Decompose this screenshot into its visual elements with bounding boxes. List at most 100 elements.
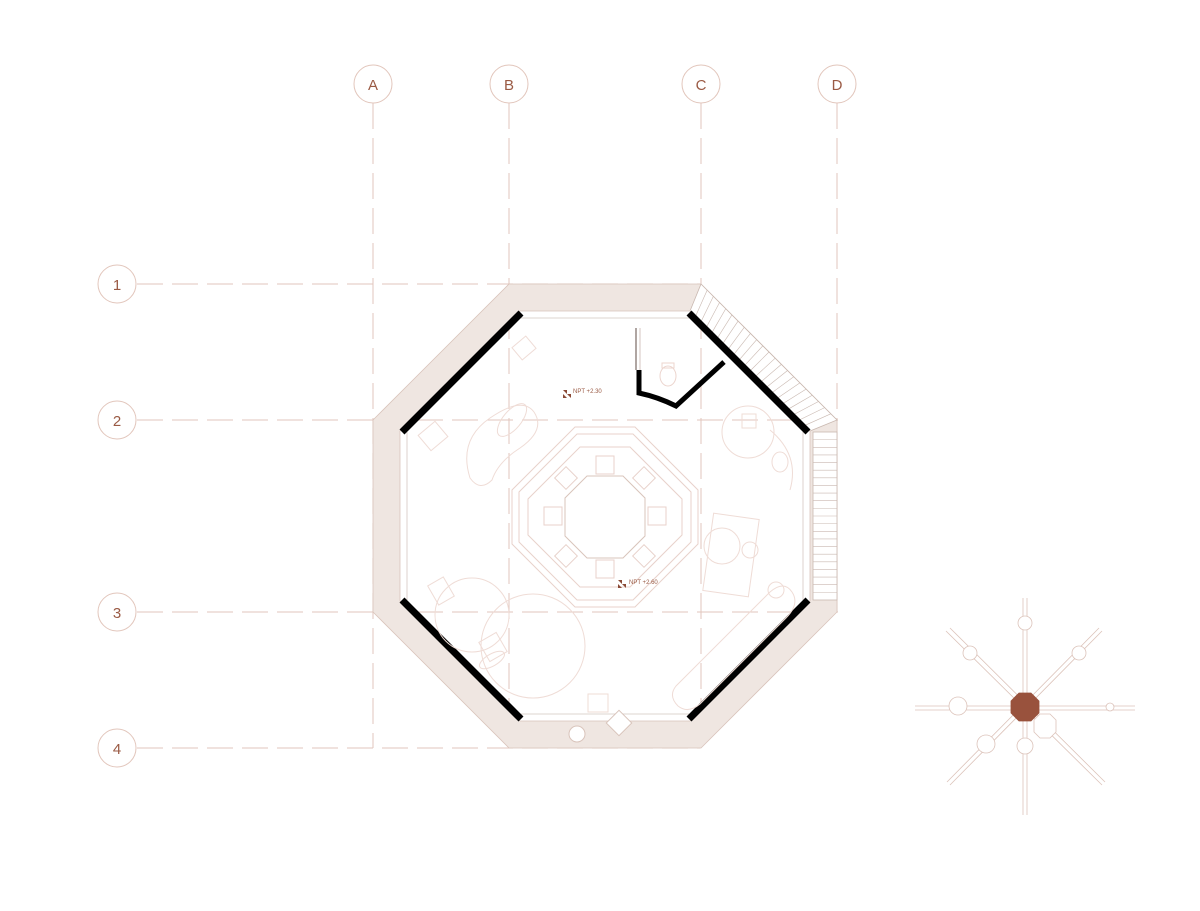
square-stool xyxy=(605,709,633,737)
grid-bubble-3: 3 xyxy=(97,592,137,632)
stair-northeast xyxy=(689,283,838,432)
grid-label-1: 1 xyxy=(113,277,121,294)
grid-label-4: 4 xyxy=(113,741,121,758)
chair xyxy=(595,559,615,579)
table-middle-ring xyxy=(518,433,692,601)
central-table xyxy=(511,426,699,608)
chair xyxy=(647,506,667,526)
key-plan-node xyxy=(1033,713,1057,739)
stair-tread xyxy=(738,339,757,361)
stair-tread xyxy=(749,351,770,372)
grid-bubble-c: C xyxy=(681,64,721,104)
key-plan-node xyxy=(948,696,968,716)
grid-label-d: D xyxy=(832,77,843,94)
stair-tread xyxy=(722,320,739,344)
stair-tread xyxy=(760,364,782,383)
chair xyxy=(631,465,657,491)
chair xyxy=(543,506,563,526)
chair xyxy=(631,543,657,569)
stair-tread xyxy=(793,401,819,415)
grid-label-b: B xyxy=(504,77,514,94)
stair-tread xyxy=(711,308,726,333)
stair-tread xyxy=(777,382,801,399)
key-plan-node xyxy=(962,645,978,661)
key-plan-node xyxy=(1071,645,1087,661)
rug xyxy=(702,512,760,598)
grid-label-a: A xyxy=(368,77,378,94)
round-rug xyxy=(480,593,586,699)
key-plan xyxy=(915,598,1135,815)
table-outer-ring xyxy=(511,426,699,608)
wall-southeast xyxy=(686,597,811,722)
armchair xyxy=(741,413,757,429)
grid-label-2: 2 xyxy=(113,413,121,430)
side-table xyxy=(496,403,528,437)
stair-tread xyxy=(788,395,813,410)
stair-tread xyxy=(695,290,708,317)
level-label-lower: NPT +2.60 xyxy=(629,580,658,586)
diagonal-walls xyxy=(399,310,811,722)
grid-bubble-1: 1 xyxy=(97,264,137,304)
armchair xyxy=(427,576,455,606)
grid-bubble-d: D xyxy=(817,64,857,104)
armchair xyxy=(417,420,449,452)
chair xyxy=(553,543,579,569)
key-plan-node xyxy=(1016,737,1034,755)
stair-tread xyxy=(782,388,807,404)
chair xyxy=(553,465,579,491)
lounge-chair xyxy=(466,404,539,486)
wall-southwest xyxy=(399,597,524,722)
stair-tread xyxy=(744,345,764,366)
toilet-icon xyxy=(659,365,677,387)
level-symbol-icon xyxy=(563,390,571,398)
stair-tread xyxy=(706,302,720,328)
wall-northwest xyxy=(399,310,524,435)
wall-northeast xyxy=(686,310,811,435)
grid-bubble-4: 4 xyxy=(97,728,137,768)
stool xyxy=(767,581,785,599)
chair xyxy=(595,455,615,475)
key-plan-node xyxy=(976,734,996,754)
stair-tread xyxy=(804,413,831,426)
stair-tread xyxy=(717,314,733,339)
wall-inner-face xyxy=(406,317,804,715)
furniture xyxy=(417,335,796,713)
bathroom xyxy=(635,328,726,410)
round-table xyxy=(721,405,775,459)
grid-bubble-2: 2 xyxy=(97,400,137,440)
grid-bubble-b: B xyxy=(489,64,529,104)
level-label-upper: NPT +2.30 xyxy=(573,389,602,395)
table-top xyxy=(527,446,683,588)
stair-east xyxy=(812,431,838,601)
grid-label-3: 3 xyxy=(113,605,121,622)
stair-tread xyxy=(733,333,751,355)
key-plan-current-unit xyxy=(1010,692,1040,722)
level-symbol-icon xyxy=(618,580,626,588)
grid-label-c: C xyxy=(696,77,707,94)
level-marker-lower: NPT +2.60 xyxy=(618,580,658,588)
grid-lines xyxy=(137,103,838,749)
level-marker-upper: NPT +2.30 xyxy=(563,389,602,398)
stool xyxy=(771,451,789,473)
stair-tread xyxy=(727,327,745,350)
grid-bubble-a: A xyxy=(353,64,393,104)
south-fixtures xyxy=(568,709,633,743)
chair xyxy=(587,693,609,713)
stair-tread xyxy=(771,376,794,394)
stair-tread xyxy=(755,357,776,377)
armchair xyxy=(478,631,508,663)
daybed xyxy=(672,585,796,710)
table-void xyxy=(564,475,646,559)
key-plan-node xyxy=(1017,615,1033,631)
armchair xyxy=(511,335,537,361)
curved-bench xyxy=(769,429,793,491)
coffee-table xyxy=(703,527,741,565)
stair-tread xyxy=(700,296,714,323)
stool xyxy=(741,541,759,559)
stair-tread xyxy=(766,370,788,388)
bathroom-wall xyxy=(636,360,726,410)
round-rug xyxy=(434,577,510,653)
key-plan-node xyxy=(1105,702,1115,712)
round-stool xyxy=(568,725,586,743)
